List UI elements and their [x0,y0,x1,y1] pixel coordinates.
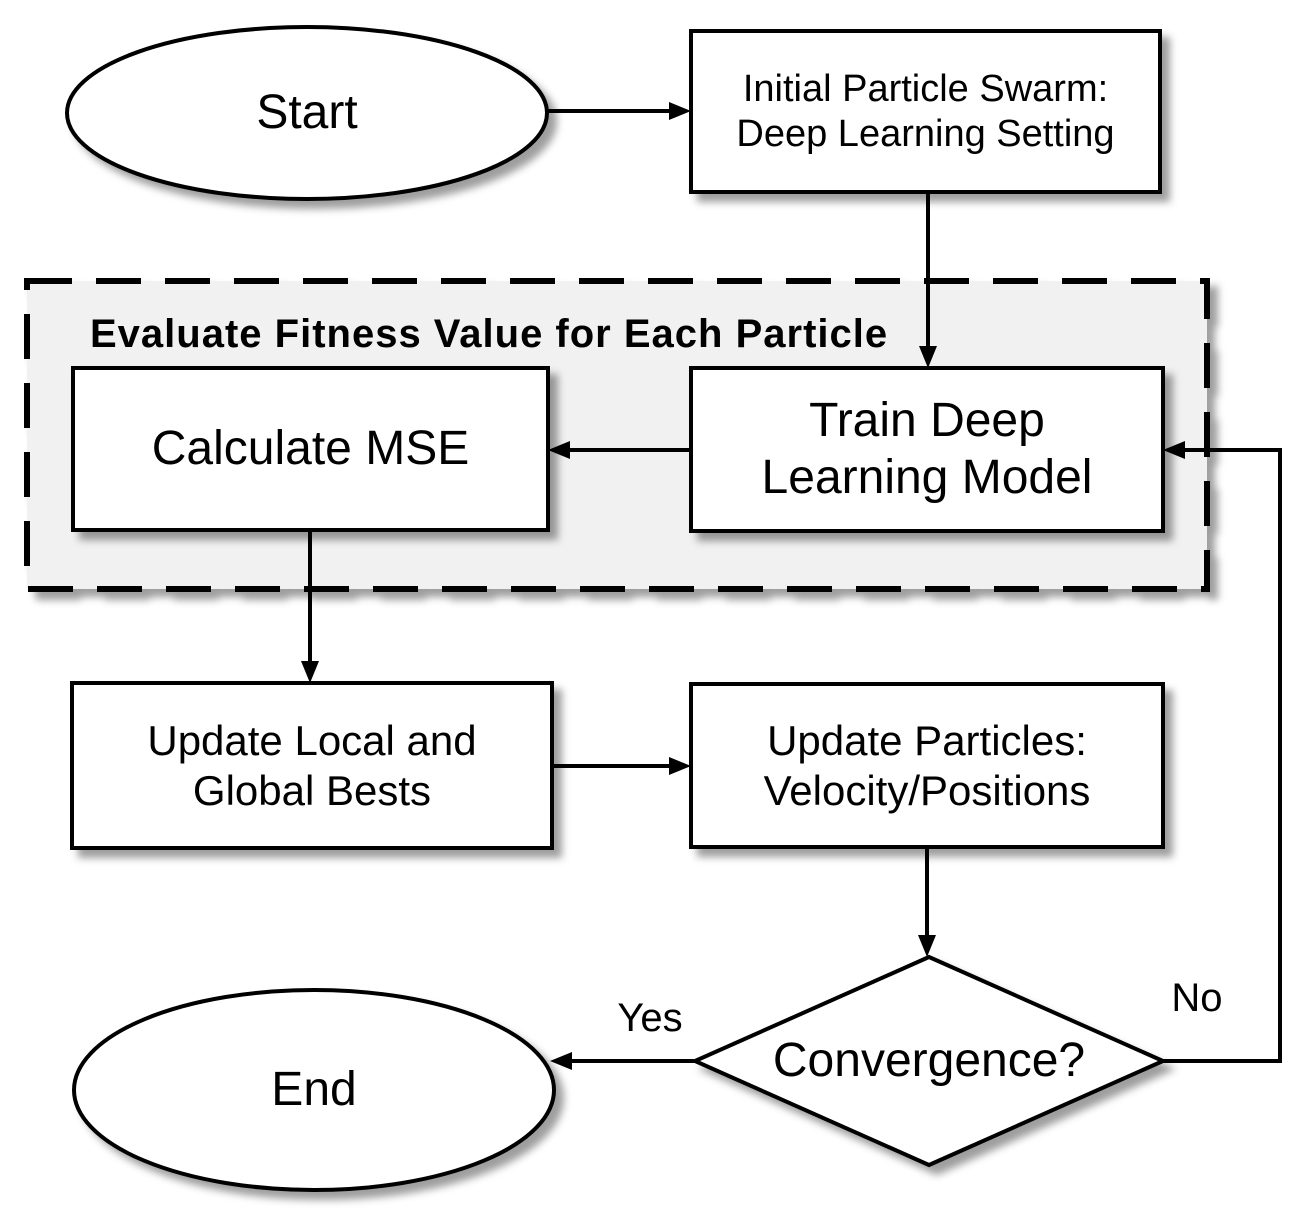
arrow-no-loop-to-train [1163,441,1282,1063]
end-ellipse [72,988,556,1192]
update-bests-box [70,681,554,850]
convergence-diamond [690,954,1168,1168]
update-particles-box [689,682,1165,849]
start-ellipse [65,25,549,201]
calc-mse-box [71,366,550,532]
train-model-box [689,366,1165,533]
init-swarm-box [689,29,1162,194]
